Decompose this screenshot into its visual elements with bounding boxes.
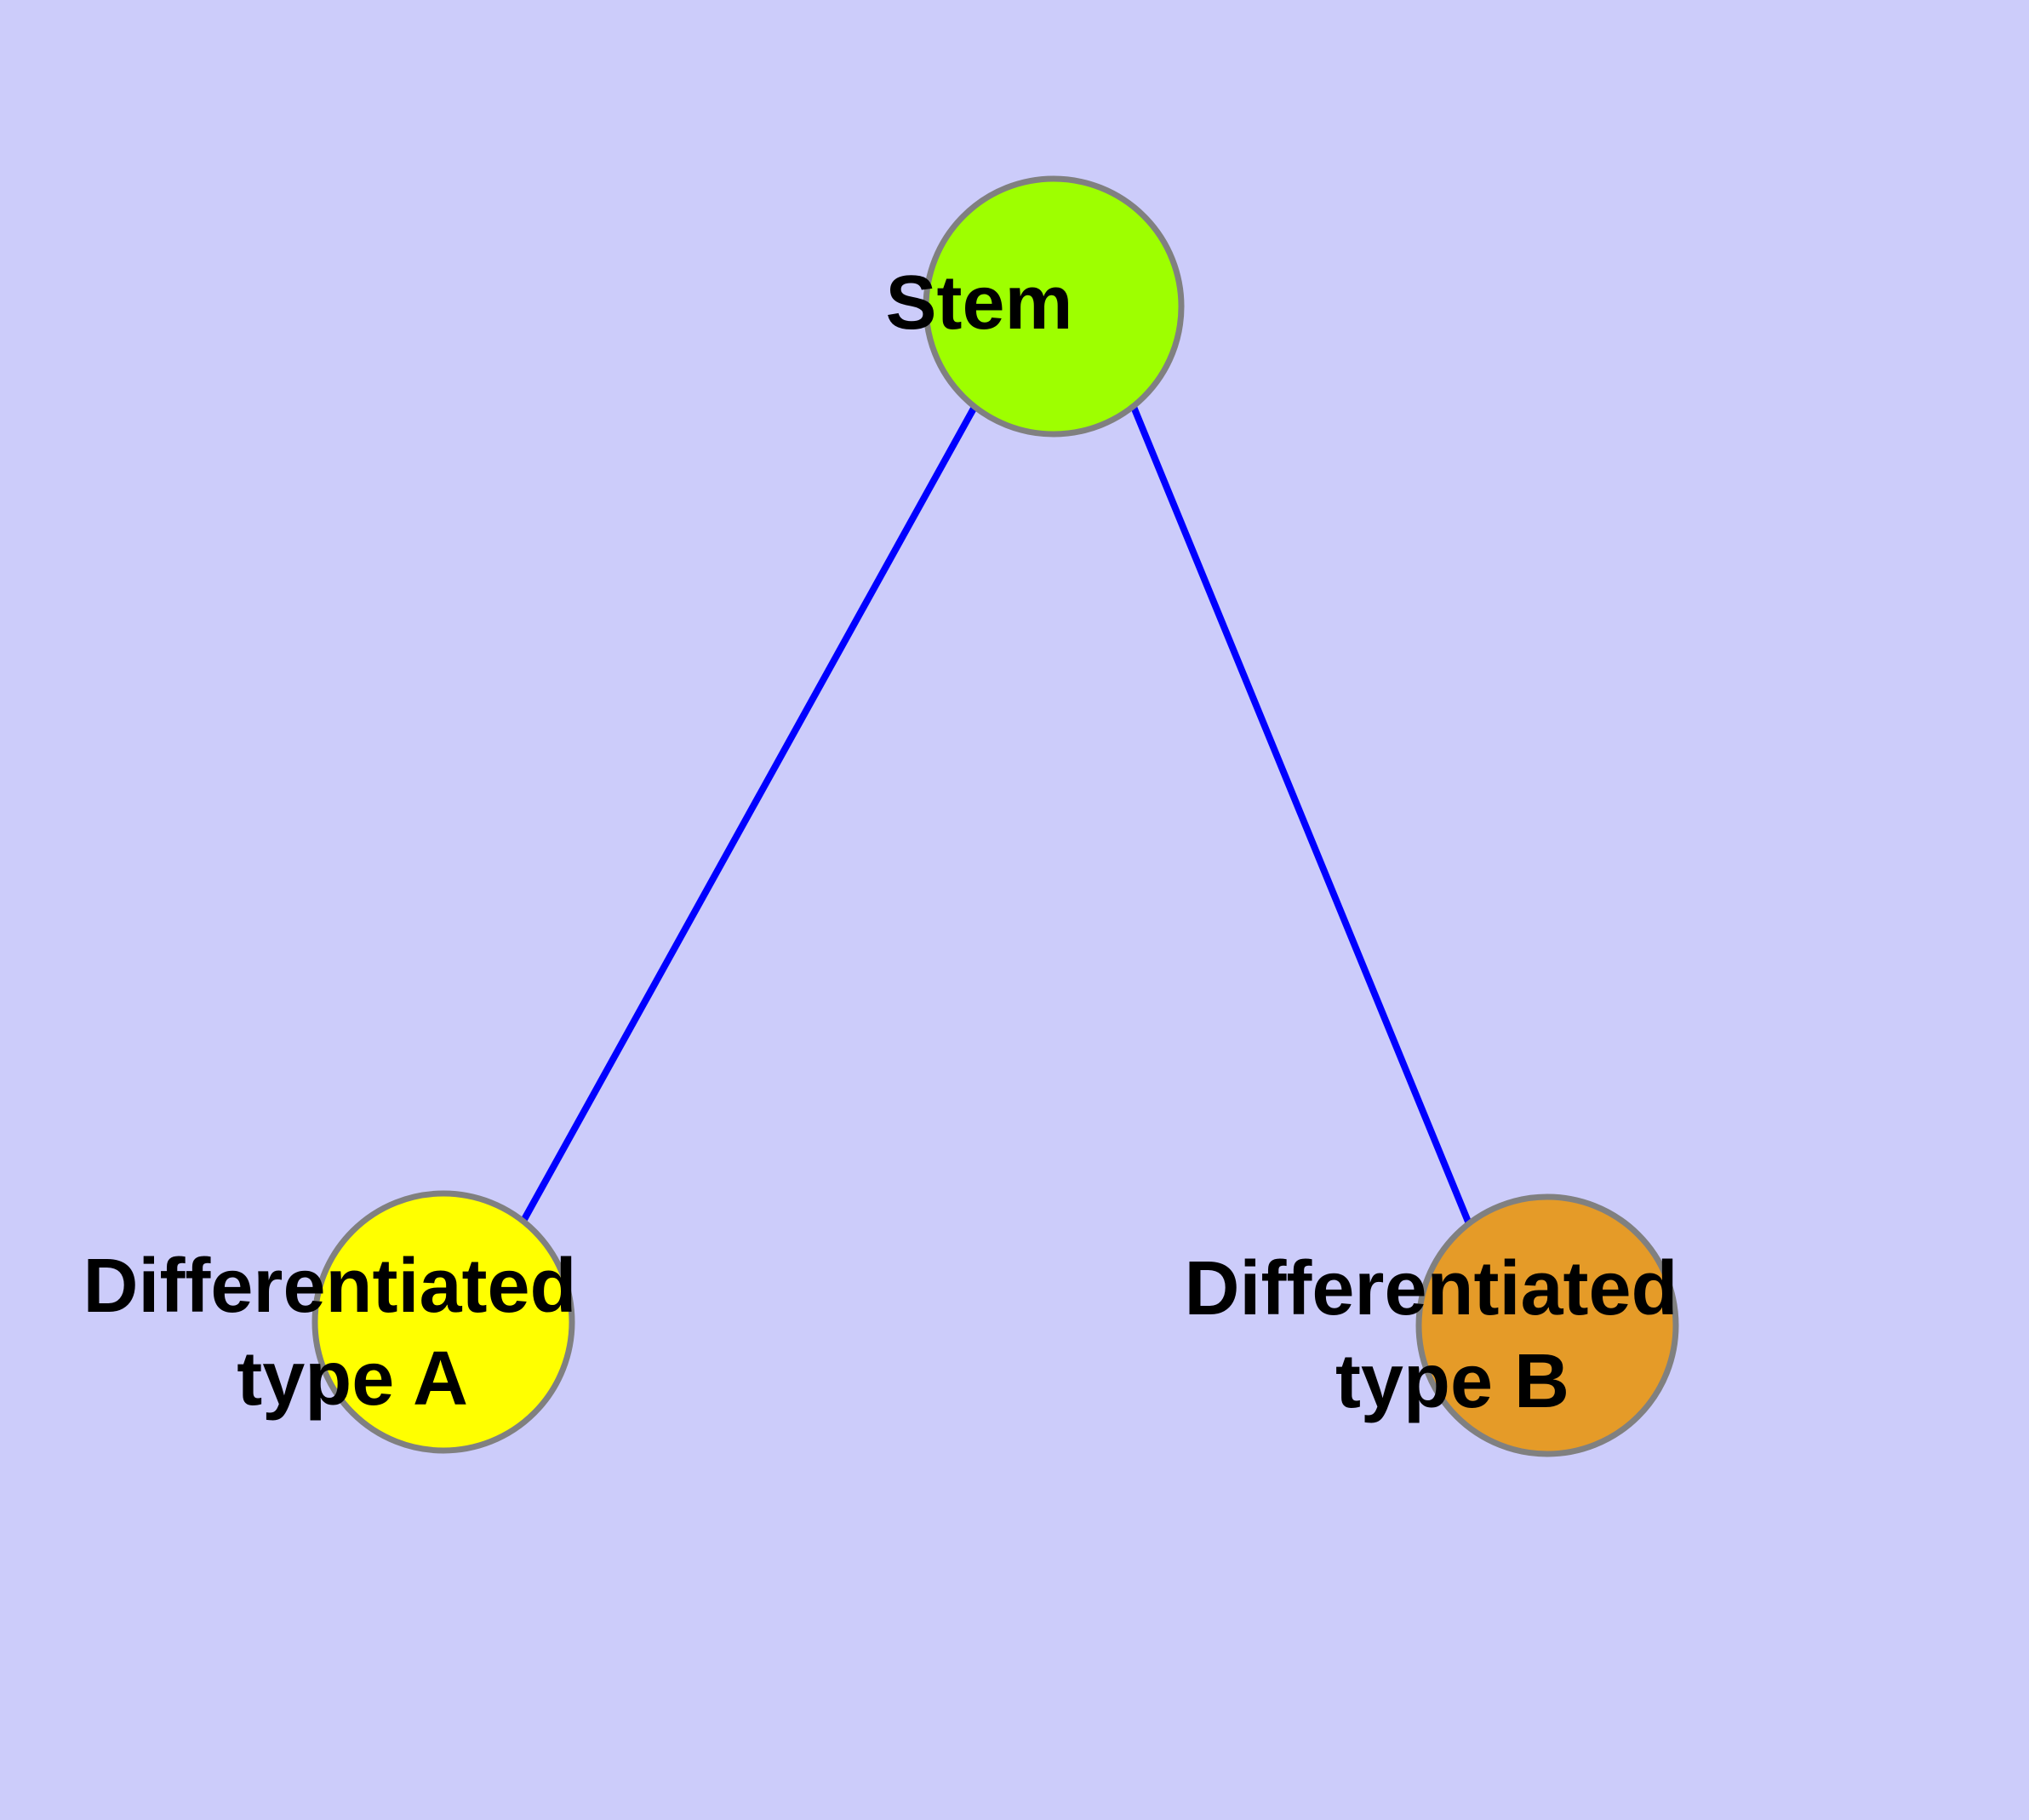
node-differentiated-type-a-label: Differentiated type A [83, 1244, 768, 1422]
node-differentiated-type-a-circle[interactable] [311, 1190, 575, 1454]
node-layer [311, 175, 1679, 1457]
label-layer: Stem Differentiated type A Differentiate… [83, 260, 1869, 1424]
node-differentiated-type-a-label-line-1: Differentiated [83, 1244, 576, 1329]
node-differentiated-type-b[interactable] [1415, 1193, 1679, 1457]
node-stem[interactable] [923, 175, 1185, 438]
node-stem-circle[interactable] [923, 175, 1185, 438]
edge-stem-to-differentiated-type-a[interactable] [519, 405, 978, 1224]
node-differentiated-type-a-label-line-2: type A [237, 1336, 466, 1422]
node-stem-label: Stem [885, 260, 1221, 346]
node-differentiated-type-b-label: Differentiated type B [1184, 1246, 1869, 1424]
node-differentiated-type-b-label-line-2: type B [1335, 1339, 1569, 1424]
node-differentiated-type-b-circle[interactable] [1415, 1193, 1679, 1457]
node-differentiated-type-a[interactable] [311, 1190, 575, 1454]
edge-stem-to-differentiated-type-b[interactable] [1130, 405, 1473, 1228]
node-stem-label-line-1: Stem [885, 260, 1072, 346]
node-differentiated-type-b-label-line-1: Differentiated [1184, 1246, 1677, 1331]
edge-layer [519, 405, 1473, 1228]
